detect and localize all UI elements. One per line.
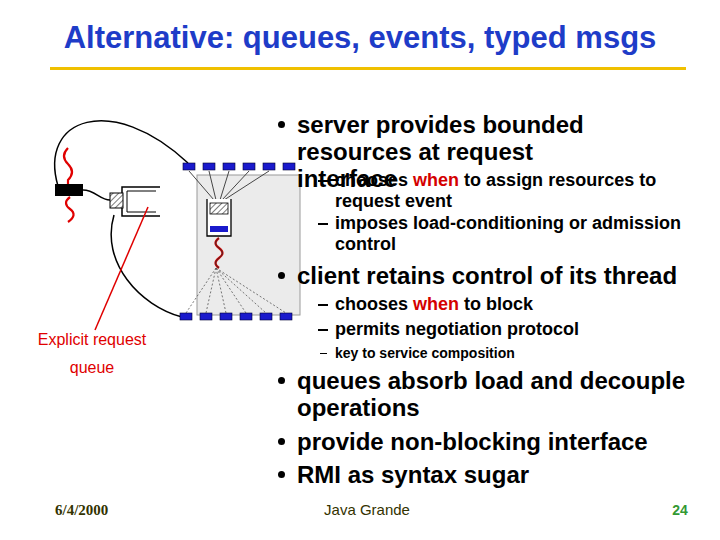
resource-slot <box>280 313 292 320</box>
title-rule <box>50 67 686 70</box>
dispatch-line <box>186 268 216 313</box>
footer-date: 6/4/2000 <box>55 501 175 519</box>
sub-bullet-text: permits negotiation protocol <box>335 319 687 340</box>
leader-line <box>95 207 148 330</box>
dispatch-line <box>206 268 216 313</box>
server-thread <box>216 238 223 268</box>
interface-slot <box>203 163 215 170</box>
interface-slot <box>283 163 295 170</box>
queued-event <box>210 203 228 214</box>
interface-slot <box>263 163 275 170</box>
interface-slot <box>183 163 195 170</box>
sub-bullet-text: chooses when to assign resources to requ… <box>335 170 687 212</box>
request-line <box>222 171 249 200</box>
server-thread <box>216 238 223 268</box>
page-number: 24 <box>650 501 710 519</box>
request-line <box>224 171 269 200</box>
resource-slot <box>220 313 232 320</box>
resource-slot <box>240 313 252 320</box>
queue-bracket <box>127 191 156 212</box>
dispatch-line <box>216 268 266 313</box>
interface-slot <box>223 163 235 170</box>
wire <box>55 121 188 186</box>
queue-bracket <box>122 187 160 216</box>
dispatch-lines <box>186 268 286 313</box>
bullet-text: client retains control of its thread <box>297 262 707 289</box>
bullet-dot <box>278 377 285 384</box>
sub-bullet-text: imposes load-conditioning or admission c… <box>335 213 687 255</box>
bullet-dash <box>320 353 327 355</box>
server-box <box>197 175 300 315</box>
interface-slots <box>183 163 295 170</box>
queued-request <box>110 193 123 208</box>
bullet-text: RMI as syntax sugar <box>297 461 707 488</box>
resource-slot <box>180 313 192 320</box>
bullet-dot <box>278 121 285 128</box>
bullet-dot <box>278 272 285 279</box>
bullet-dot <box>278 471 285 478</box>
wire <box>83 190 110 200</box>
resource-slots <box>180 313 292 320</box>
sub-bullet-text: chooses when to block <box>335 294 687 315</box>
footer-event: Java Grande <box>287 501 447 519</box>
bullet-dot <box>278 438 285 445</box>
resource-slot <box>200 313 212 320</box>
bullet-text: queues absorb load and decouple operatio… <box>297 367 697 421</box>
queued-event <box>210 226 228 232</box>
slide-title: Alternative: queues, events, typed msgs <box>0 18 720 58</box>
dispatch-line <box>216 268 226 313</box>
emphasis-word: when <box>413 170 459 190</box>
server-queue <box>207 199 231 236</box>
bullet-dash <box>318 180 328 182</box>
resource-slot <box>260 313 272 320</box>
bullet-text: provide non-blocking interface <box>297 428 707 455</box>
client-thread <box>66 197 74 222</box>
client-thread <box>64 148 72 184</box>
client-bar <box>55 184 83 196</box>
emphasis-word: when <box>413 294 459 314</box>
bullet-dash <box>318 304 328 306</box>
interface-slot <box>243 163 255 170</box>
dispatch-line <box>216 268 286 313</box>
bullet-dash <box>318 223 328 225</box>
request-lines <box>189 171 269 200</box>
bullet-dash <box>318 329 328 331</box>
request-line <box>209 171 216 200</box>
request-line <box>220 171 229 200</box>
callout-label: Explicit request queue <box>36 326 148 382</box>
minor-bullet-text: key to service composition <box>335 345 687 362</box>
dispatch-line <box>216 268 246 313</box>
